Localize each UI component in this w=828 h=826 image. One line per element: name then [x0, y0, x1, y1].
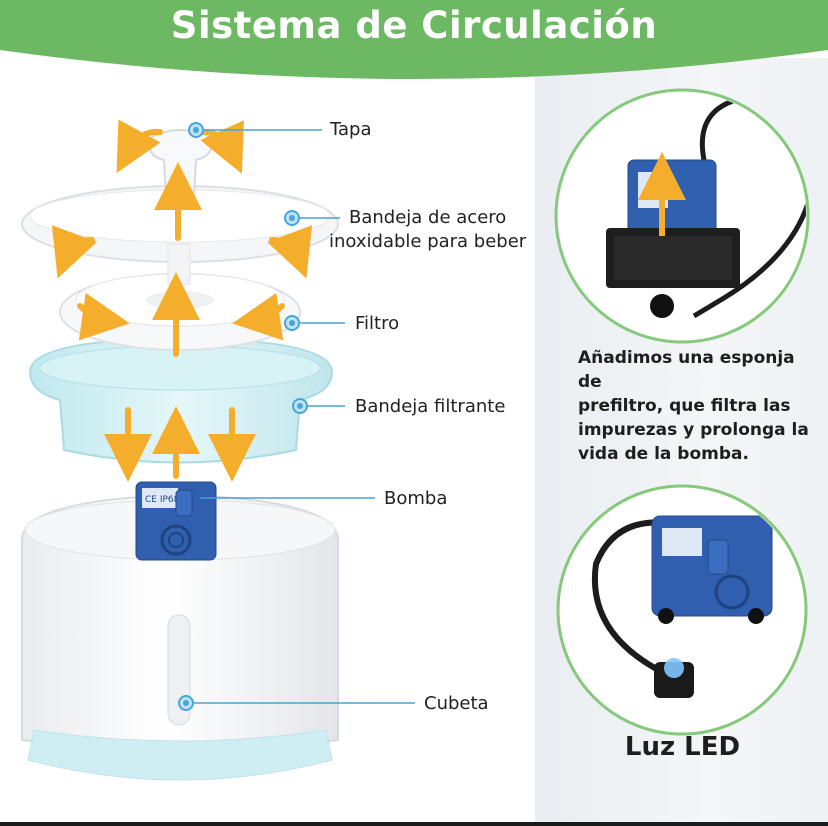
fountain-exploded-illustration: CE IP68 — [21, 119, 415, 781]
description-line-2: prefiltro, que filtra las — [578, 396, 791, 416]
callout-label-bandeja-acero-line1: Bandeja de acero — [349, 207, 507, 228]
filter-disc — [59, 273, 301, 351]
description-line-4: vida de la bomba. — [578, 444, 749, 464]
page-title: Sistema de Circulación — [170, 4, 658, 47]
banner-shape — [0, 0, 828, 79]
bottom-border — [0, 822, 828, 826]
callout-label-cubeta: Cubeta — [424, 693, 489, 714]
pump-illustration: CE IP68 — [135, 481, 217, 561]
callout-dots — [178, 122, 308, 711]
led-glow — [664, 658, 684, 678]
filter-tray — [28, 336, 334, 464]
description-line-3: impurezas y prolonga la — [578, 420, 809, 440]
callout-label-bomba: Bomba — [384, 488, 448, 509]
sponge-prefilter-photo — [554, 88, 810, 344]
callout-label-bandeja-acero-line2: inoxidable para beber — [329, 231, 527, 252]
prefilter-description: Añadimos una esponja de prefiltro, que f… — [578, 346, 823, 466]
callout-label-bandeja-filtrante: Bandeja filtrante — [355, 396, 506, 417]
water-flow-arrows — [51, 119, 313, 482]
led-pump-photo — [556, 484, 808, 736]
callout-label-tapa: Tapa — [330, 119, 372, 140]
title-banner: Sistema de Circulación — [0, 0, 828, 90]
description-line-1: Añadimos una esponja de — [578, 348, 795, 392]
callout-label-filtro: Filtro — [355, 313, 400, 334]
led-label: Luz LED — [624, 732, 741, 762]
pump-mark-text: CE IP68 — [145, 495, 180, 505]
led-light-housing — [654, 662, 694, 698]
